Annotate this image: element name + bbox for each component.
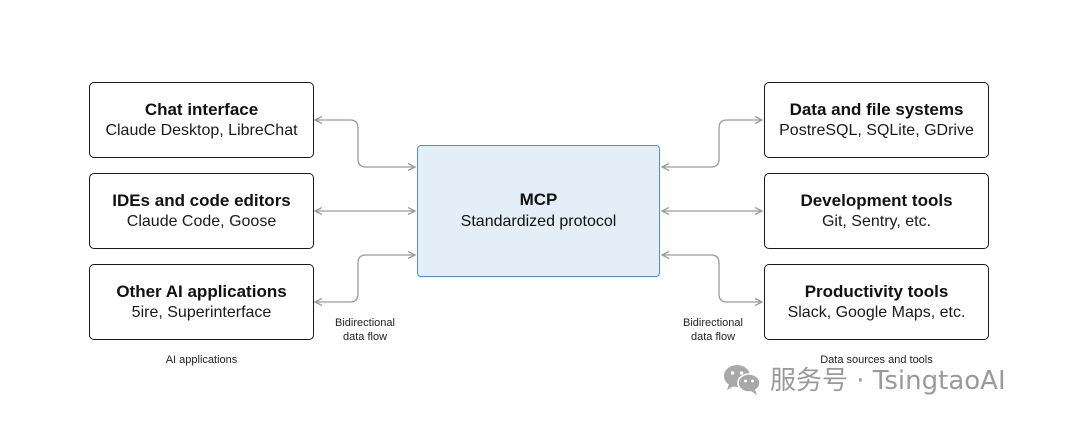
box-title: Data and file systems [789, 100, 964, 119]
right-flow-label: Bidirectional data flow [666, 316, 760, 344]
box-title: Chat interface [144, 100, 259, 119]
connector-left-top [316, 120, 414, 167]
left-box-chat-interface: Chat interface Claude Desktop, LibreChat [89, 82, 314, 158]
left-box-ides: IDEs and code editors Claude Code, Goose [89, 173, 314, 249]
mcp-center-box: MCP Standardized protocol [417, 145, 660, 277]
box-subtitle: Slack, Google Maps, etc. [787, 304, 966, 321]
right-group-caption: Data sources and tools [820, 354, 933, 366]
mcp-title: MCP [519, 190, 558, 209]
box-title: Other AI applications [116, 282, 287, 301]
left-flow-label: Bidirectional data flow [318, 316, 412, 344]
flow-label-line1: Bidirectional [335, 317, 395, 329]
box-subtitle: Git, Sentry, etc. [821, 213, 932, 230]
flow-label-line2: data flow [342, 331, 388, 343]
flow-label-line2: data flow [690, 331, 736, 343]
connector-right-bottom [663, 255, 761, 302]
wechat-icon [724, 364, 761, 395]
left-group-caption: AI applications [165, 354, 238, 366]
box-title: Productivity tools [804, 282, 949, 301]
connector-left-bottom [316, 255, 414, 302]
left-box-other-ai: Other AI applications 5ire, Superinterfa… [89, 264, 314, 340]
watermark: 服务号 · TsingtaoAI [722, 360, 1006, 397]
watermark-text: 服务号 · TsingtaoAI [770, 366, 1006, 396]
connector-right-top [663, 120, 761, 167]
box-subtitle: 5ire, Superinterface [131, 304, 272, 321]
box-title: Development tools [800, 191, 953, 210]
box-subtitle: PostreSQL, SQLite, GDrive [779, 122, 974, 139]
flow-label-line1: Bidirectional [683, 317, 743, 329]
box-title: IDEs and code editors [112, 191, 291, 210]
mcp-subtitle: Standardized protocol [460, 213, 617, 230]
right-box-productivity-tools: Productivity tools Slack, Google Maps, e… [764, 264, 989, 340]
box-subtitle: Claude Code, Goose [126, 213, 277, 230]
right-box-development-tools: Development tools Git, Sentry, etc. [764, 173, 989, 249]
box-subtitle: Claude Desktop, LibreChat [105, 122, 298, 139]
right-box-data-file-systems: Data and file systems PostreSQL, SQLite,… [764, 82, 989, 158]
